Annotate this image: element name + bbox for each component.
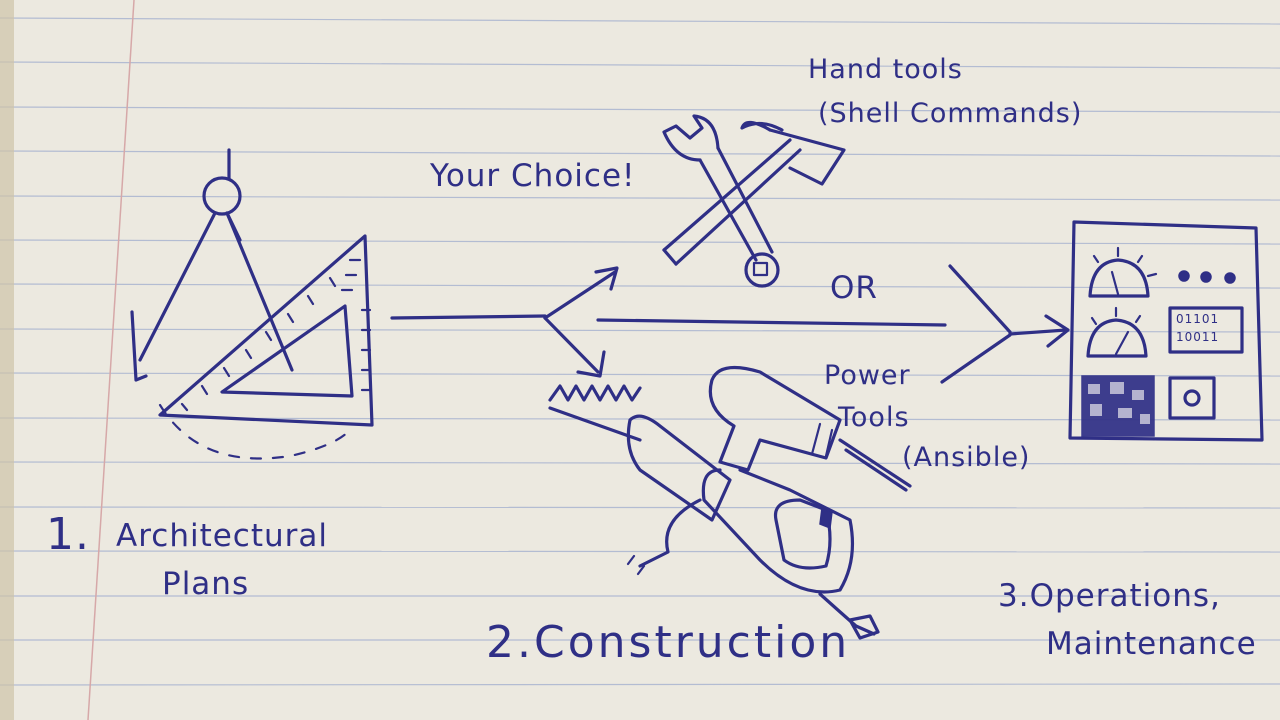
ansible-label: (Ansible) [902, 442, 1031, 473]
tools-label: Tools [838, 402, 910, 433]
stage-1-title-line2: Plans [162, 566, 250, 602]
hand-tools-label: Hand tools [808, 54, 963, 85]
stage-3-title-line1: Operations, [1029, 578, 1221, 614]
stage-1-title-line1: Architectural [116, 518, 329, 554]
power-label: Power [824, 360, 911, 391]
margin-line [87, 0, 135, 720]
stage-1-number: 1. [46, 509, 90, 560]
compass-icon [130, 148, 294, 382]
stage-3-label: 3.Operations, [998, 580, 1221, 613]
stage-2-label: 2.Construction [486, 617, 851, 668]
merge-arrow [596, 264, 1070, 384]
gauge-icon [1088, 246, 1158, 298]
ruled-lines [0, 17, 1280, 686]
choice-fork-arrow [390, 266, 619, 378]
wrench-hammer-icon [662, 114, 846, 288]
or-label: OR [830, 270, 878, 306]
set-square-icon [158, 234, 374, 460]
stage-2-number: 2. [486, 617, 534, 668]
shell-commands-label: (Shell Commands) [818, 98, 1083, 129]
stage-2-title: Construction [533, 617, 851, 668]
drill-saw-icon [548, 365, 912, 640]
your-choice-label: Your Choice! [430, 158, 636, 194]
binary-line-2: 10011 [1176, 330, 1220, 344]
stage-3-number: 3. [998, 578, 1030, 614]
binary-line-1: 01101 [1176, 312, 1220, 326]
gauge-icon [1086, 306, 1148, 358]
stage-3-title-line2: Maintenance [1046, 626, 1257, 662]
control-panel-icon [1068, 220, 1264, 442]
